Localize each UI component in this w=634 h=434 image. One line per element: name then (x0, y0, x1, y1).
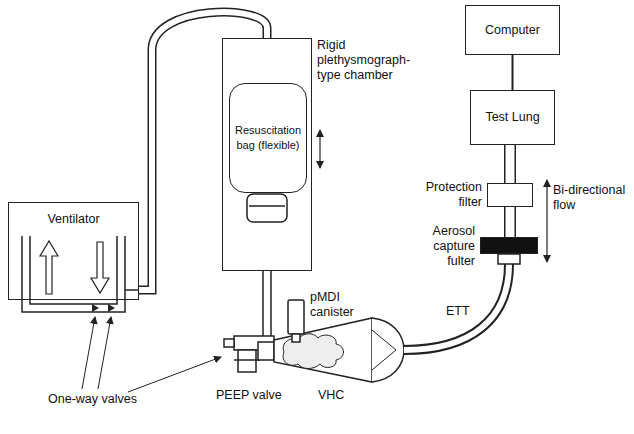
pipe (263, 271, 271, 336)
part-label: ETT (446, 304, 470, 319)
connector-line (504, 145, 516, 183)
connector (512, 55, 513, 90)
part-label: Bi-directional flow (553, 183, 631, 213)
node-text: Protection filter (412, 180, 482, 210)
connector-bore (506, 145, 515, 183)
peep-valve (224, 336, 274, 372)
pmdi-canister (288, 300, 304, 342)
aerosol-capture-filter: Aerosol capture fulter (480, 237, 538, 254)
node-text: Computer (485, 23, 540, 38)
inspiration-arrow (40, 241, 58, 294)
part-label: One-way valves (48, 392, 137, 407)
node-text: Aerosol capture fulter (415, 223, 475, 268)
part-label: pMDI canister (310, 290, 370, 320)
vhc-spacer (258, 318, 404, 382)
flow-arrow (546, 180, 547, 262)
node-text: Rigid plethysmograph-type chamber (317, 38, 423, 83)
connector-bore (506, 207, 515, 237)
aerosol-cloud (283, 334, 343, 369)
motion-arrow (319, 130, 320, 168)
connector (510, 145, 511, 183)
resuscitation-bag: Resuscitation bag (flexible) (229, 83, 307, 193)
leader-line (82, 317, 221, 392)
node-text: Resuscitation bag (flexible) (233, 123, 303, 153)
ett-tube (404, 264, 509, 350)
connector-line (504, 207, 516, 237)
part-label: VHC (318, 388, 344, 403)
one-way-valve (92, 304, 99, 312)
computer-box: Computer (465, 5, 560, 55)
expiration-arrow (91, 242, 109, 293)
bag-neck (247, 194, 287, 222)
test-lung-box: Test Lung (470, 90, 555, 145)
plethysmograph-chamber: Rigid plethysmograph-type chamberResusci… (222, 38, 312, 271)
ventilator-box: Ventilator (8, 202, 139, 300)
one-way-valve (108, 304, 115, 312)
node-text: Ventilator (47, 212, 99, 227)
connector (510, 207, 511, 237)
node-text: Test Lung (485, 110, 539, 125)
protection-filter: Protection filter (487, 183, 533, 207)
ventilator-tubing (22, 236, 139, 312)
connector-line (512, 55, 514, 90)
part-label: PEEP valve (216, 388, 282, 403)
filter-connector (498, 254, 520, 264)
